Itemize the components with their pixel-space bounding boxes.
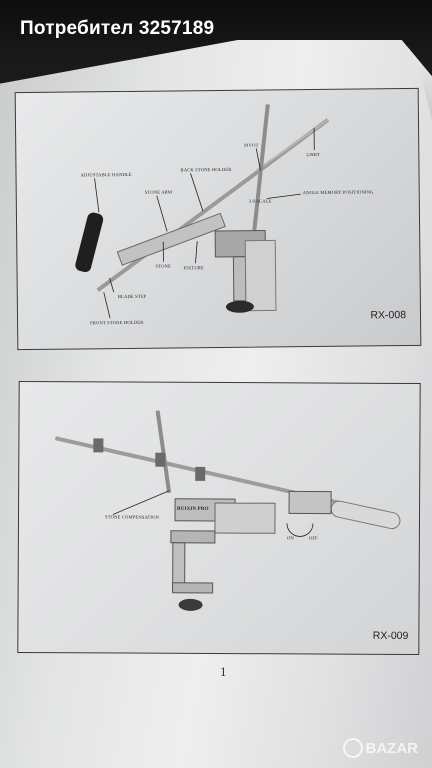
leader-front-stone	[103, 292, 111, 319]
clamp-knob	[225, 300, 254, 313]
figure-rx-008: ADJUSTABLE HANDLE BACK STONE HOLDER STON…	[14, 87, 422, 351]
bazar-watermark: BAZAR	[342, 738, 419, 758]
base-knob	[178, 598, 203, 611]
leader-handle	[94, 178, 100, 213]
leader-back-stone	[190, 173, 204, 212]
page-number: 1	[220, 664, 227, 679]
base-top	[170, 530, 216, 544]
label-stone-compensation: STONE COMPENSATION	[104, 514, 160, 520]
rod-extension	[255, 119, 329, 172]
rod-clip-2	[155, 452, 166, 467]
label-pivot: PIVOT	[244, 142, 259, 148]
rx-008-illustration	[75, 104, 330, 319]
base-bottom	[172, 582, 214, 594]
label-stone-arm: STONE ARM	[144, 189, 173, 195]
stone-arm	[116, 212, 226, 266]
label-back-stone-holder: BACK STONE HOLDER	[180, 166, 232, 173]
label-front-stone-holder: FRONT STONE HOLDER	[90, 319, 144, 326]
leader-fixture	[195, 241, 198, 264]
leader-stone-compensation	[112, 490, 170, 515]
figure-code-rx-009: RX-009	[372, 629, 409, 642]
chat-bubble-icon	[342, 738, 363, 758]
rod-clip-3	[195, 466, 206, 481]
rod-clip-1	[93, 438, 104, 453]
leader-stone-arm	[156, 195, 168, 232]
figure-rx-009: STONE COMPENSATION RUIXIN PRO ON OFF RX-…	[17, 380, 421, 656]
knife-holder	[288, 490, 332, 515]
rx-009-illustration	[54, 410, 401, 611]
adjustable-handle	[75, 212, 104, 273]
clamp-post	[232, 256, 247, 302]
label-scale: 3.0 SCALE	[248, 198, 272, 204]
leader-blade-step	[109, 278, 115, 293]
sharpener-handle	[330, 500, 401, 530]
label-angle-memory: ANGLE MEMORY POSITIONING	[302, 189, 374, 196]
label-adjustable-handle: ADJUSTABLE HANDLE	[80, 171, 132, 178]
label-off: OFF	[308, 535, 318, 541]
label-stone: STONE	[155, 263, 171, 269]
upright-rod	[155, 410, 172, 494]
figure-code-rx-008: RX-008	[370, 309, 407, 322]
leader-angle	[266, 193, 301, 199]
label-blade-step: BLADE STEP	[117, 293, 147, 300]
label-brand-plate: RUIXIN PRO	[177, 506, 209, 512]
guide-rod	[96, 118, 330, 292]
table-edge	[244, 239, 277, 312]
label-on: ON	[286, 535, 294, 541]
jaw-clamp	[214, 502, 276, 534]
label-limit: LIMIT	[306, 151, 320, 158]
watermark-text: BAZAR	[365, 739, 419, 757]
seller-name[interactable]: Потребител 3257189	[20, 18, 215, 39]
label-fixture: FIXTURE	[183, 265, 204, 271]
pivot-rod	[251, 104, 270, 241]
on-off-dial	[286, 523, 314, 537]
leader-pivot	[255, 148, 261, 171]
